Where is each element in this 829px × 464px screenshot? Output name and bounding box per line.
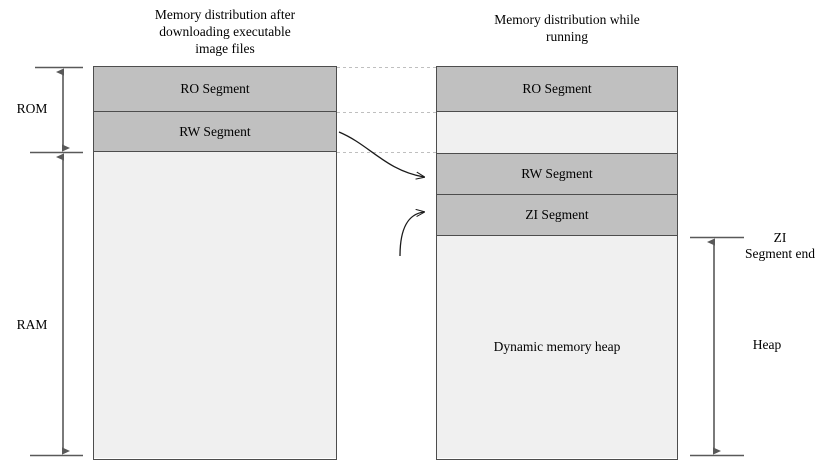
- right-segment-rw: RW Segment: [437, 154, 677, 195]
- rom-label: ROM: [16, 101, 48, 116]
- zi-segment-end-label: ZI Segment end: [744, 230, 816, 261]
- right-segment-ro: RO Segment: [437, 67, 677, 112]
- right-segment-ro-label: RO Segment: [522, 81, 592, 96]
- ram-label: RAM: [16, 317, 48, 332]
- left-diagram-title: Memory distribution after downloading ex…: [154, 7, 296, 56]
- right-segment-heap-label: Dynamic memory heap: [493, 339, 621, 354]
- right-segment-gap: [437, 112, 677, 154]
- left-segment-ro-label: RO Segment: [180, 81, 250, 96]
- right-memory-block: RO Segment RW Segment ZI Segment Dynamic…: [436, 66, 678, 460]
- right-segment-zi: ZI Segment: [437, 195, 677, 236]
- right-segment-zi-label: ZI Segment: [525, 207, 589, 222]
- right-segment-rw-label: RW Segment: [521, 166, 593, 181]
- heap-label: Heap: [752, 337, 782, 352]
- rw-relocation-arrow: [338, 131, 424, 177]
- left-segment-rw-label: RW Segment: [179, 123, 251, 139]
- left-segment-ro: RO Segment: [94, 67, 336, 112]
- right-segment-heap: Dynamic memory heap: [437, 236, 677, 458]
- left-segment-free: [94, 152, 336, 458]
- left-segment-rw: RW Segment: [94, 112, 336, 152]
- right-diagram-title: Memory distribution while running: [494, 12, 640, 44]
- zi-creation-arrow: [399, 212, 424, 257]
- left-memory-block: RO Segment RW Segment: [93, 66, 337, 460]
